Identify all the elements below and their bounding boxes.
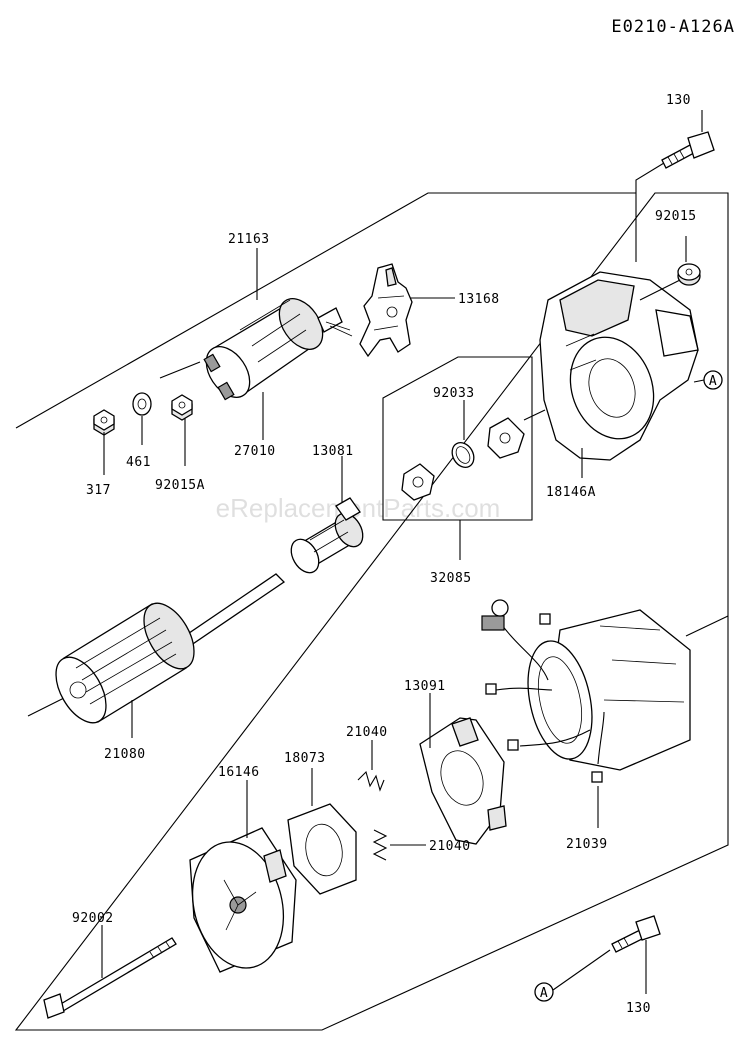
label-130-top: 130 <box>666 93 691 108</box>
spring-21040-upper <box>357 770 385 792</box>
leader-kit-to-housing <box>523 409 546 421</box>
svg-text:A: A <box>540 986 548 1001</box>
label-13168: 13168 <box>458 292 500 307</box>
svg-text:A: A <box>709 374 717 389</box>
leader-130-top <box>635 162 665 262</box>
label-21080: 21080 <box>104 747 146 762</box>
diagram-code: E0210-A126A <box>611 17 735 37</box>
nut-92015A <box>171 394 193 421</box>
solenoid-27010 <box>203 298 353 401</box>
ref-marker-a-top: A <box>693 370 723 390</box>
yoke-wiring <box>481 599 605 783</box>
label-18146A: 18146A <box>546 485 596 500</box>
label-21163: 21163 <box>228 232 270 247</box>
assembly-frame <box>14 192 729 1031</box>
label-13081: 13081 <box>312 444 354 459</box>
label-16146: 16146 <box>218 765 260 780</box>
label-18073: 18073 <box>284 751 326 766</box>
label-130-bottom: 130 <box>626 1001 651 1016</box>
pinion-stopper <box>401 463 435 501</box>
label-92015: 92015 <box>655 209 697 224</box>
through-bolt-92002 <box>43 937 177 1019</box>
label-92033: 92033 <box>433 386 475 401</box>
label-27010: 27010 <box>234 444 276 459</box>
washer-461 <box>132 392 152 416</box>
label-461: 461 <box>126 455 151 470</box>
label-92015A: 92015A <box>155 478 205 493</box>
label-21040-upper: 21040 <box>346 725 388 740</box>
label-21040-lower: 21040 <box>429 839 471 854</box>
bolt-130-bottom <box>611 915 661 953</box>
label-32085: 32085 <box>430 571 472 586</box>
label-13091: 13091 <box>404 679 446 694</box>
housing-18146A <box>539 271 699 461</box>
armature-21080 <box>27 573 286 724</box>
ref-marker-a-bottom: A <box>534 949 611 1002</box>
label-21039: 21039 <box>566 837 608 852</box>
spring-21040-lower <box>372 829 388 861</box>
nut-92015 <box>677 263 701 286</box>
leader-nut-to-housing <box>639 279 681 301</box>
clutch-13081 <box>290 497 364 574</box>
snap-ring-92033 <box>451 442 475 468</box>
brush-holder-13091 <box>419 717 507 845</box>
label-92002: 92002 <box>72 911 114 926</box>
rear-cover-16146 <box>189 827 297 973</box>
leader-solenoid-stud <box>159 361 201 379</box>
yoke-21039 <box>527 609 729 771</box>
watermark: eReplacementParts.com <box>216 493 501 523</box>
label-317: 317 <box>86 483 111 498</box>
kit-box-32085 <box>382 356 533 521</box>
shift-lever-13168 <box>359 263 413 358</box>
bolt-130-top <box>661 131 715 169</box>
nut-317 <box>93 409 115 436</box>
stopper-washer <box>487 417 525 459</box>
brush-plate-18073 <box>287 803 357 895</box>
